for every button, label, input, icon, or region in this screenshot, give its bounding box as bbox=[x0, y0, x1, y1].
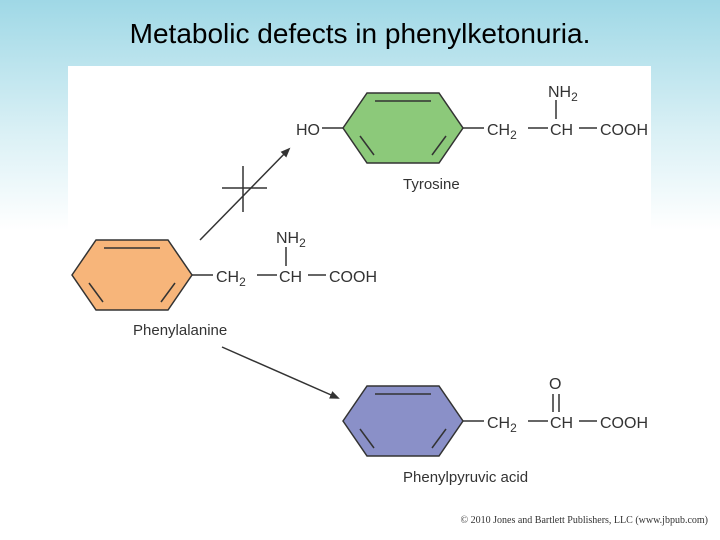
arrow-to-phenylpyruvic-acid bbox=[221, 346, 340, 399]
phenylpyruvic-ch2-label: CH2 bbox=[487, 415, 517, 435]
tyrosine-molecule: HO CH2 CH COOH NH2 Tyrosine bbox=[296, 84, 648, 193]
phenylalanine-cooh-label: COOH bbox=[329, 269, 377, 286]
phenylalanine-ch-label: CH bbox=[279, 269, 302, 286]
tyrosine-name-label: Tyrosine bbox=[403, 176, 460, 193]
blocked-arrow-to-tyrosine bbox=[199, 147, 291, 241]
phenylpyruvic-acid-molecule: CH2 CH COOH O Phenylpyruvic acid bbox=[342, 376, 648, 486]
phenylalanine-molecule: CH2 CH COOH NH2 Phenylalanine bbox=[71, 230, 377, 339]
copyright-notice: © 2010 Jones and Bartlett Publishers, LL… bbox=[460, 515, 708, 526]
tyrosine-ch2-label: CH2 bbox=[487, 122, 517, 142]
phenylalanine-benzene-ring bbox=[71, 239, 193, 311]
tyrosine-nh2-label: NH2 bbox=[548, 84, 578, 104]
phenylpyruvic-cooh-label: COOH bbox=[600, 415, 648, 432]
phenylalanine-ch2-label: CH2 bbox=[216, 269, 246, 289]
phenylpyruvic-o-label: O bbox=[549, 376, 561, 393]
tyrosine-benzene-ring bbox=[342, 92, 464, 164]
phenylpyruvic-benzene-ring bbox=[342, 385, 464, 457]
phenylpyruvic-c-label: CH bbox=[550, 415, 573, 432]
tyrosine-cooh-label: COOH bbox=[600, 122, 648, 139]
slide-title: Metabolic defects in phenylketonuria. bbox=[129, 18, 591, 49]
tyrosine-ho-label: HO bbox=[296, 122, 320, 139]
tyrosine-ch-label: CH bbox=[550, 122, 573, 139]
phenylalanine-name-label: Phenylalanine bbox=[133, 322, 227, 339]
phenylpyruvic-name-label: Phenylpyruvic acid bbox=[403, 469, 528, 486]
phenylalanine-nh2-label: NH2 bbox=[276, 230, 306, 250]
